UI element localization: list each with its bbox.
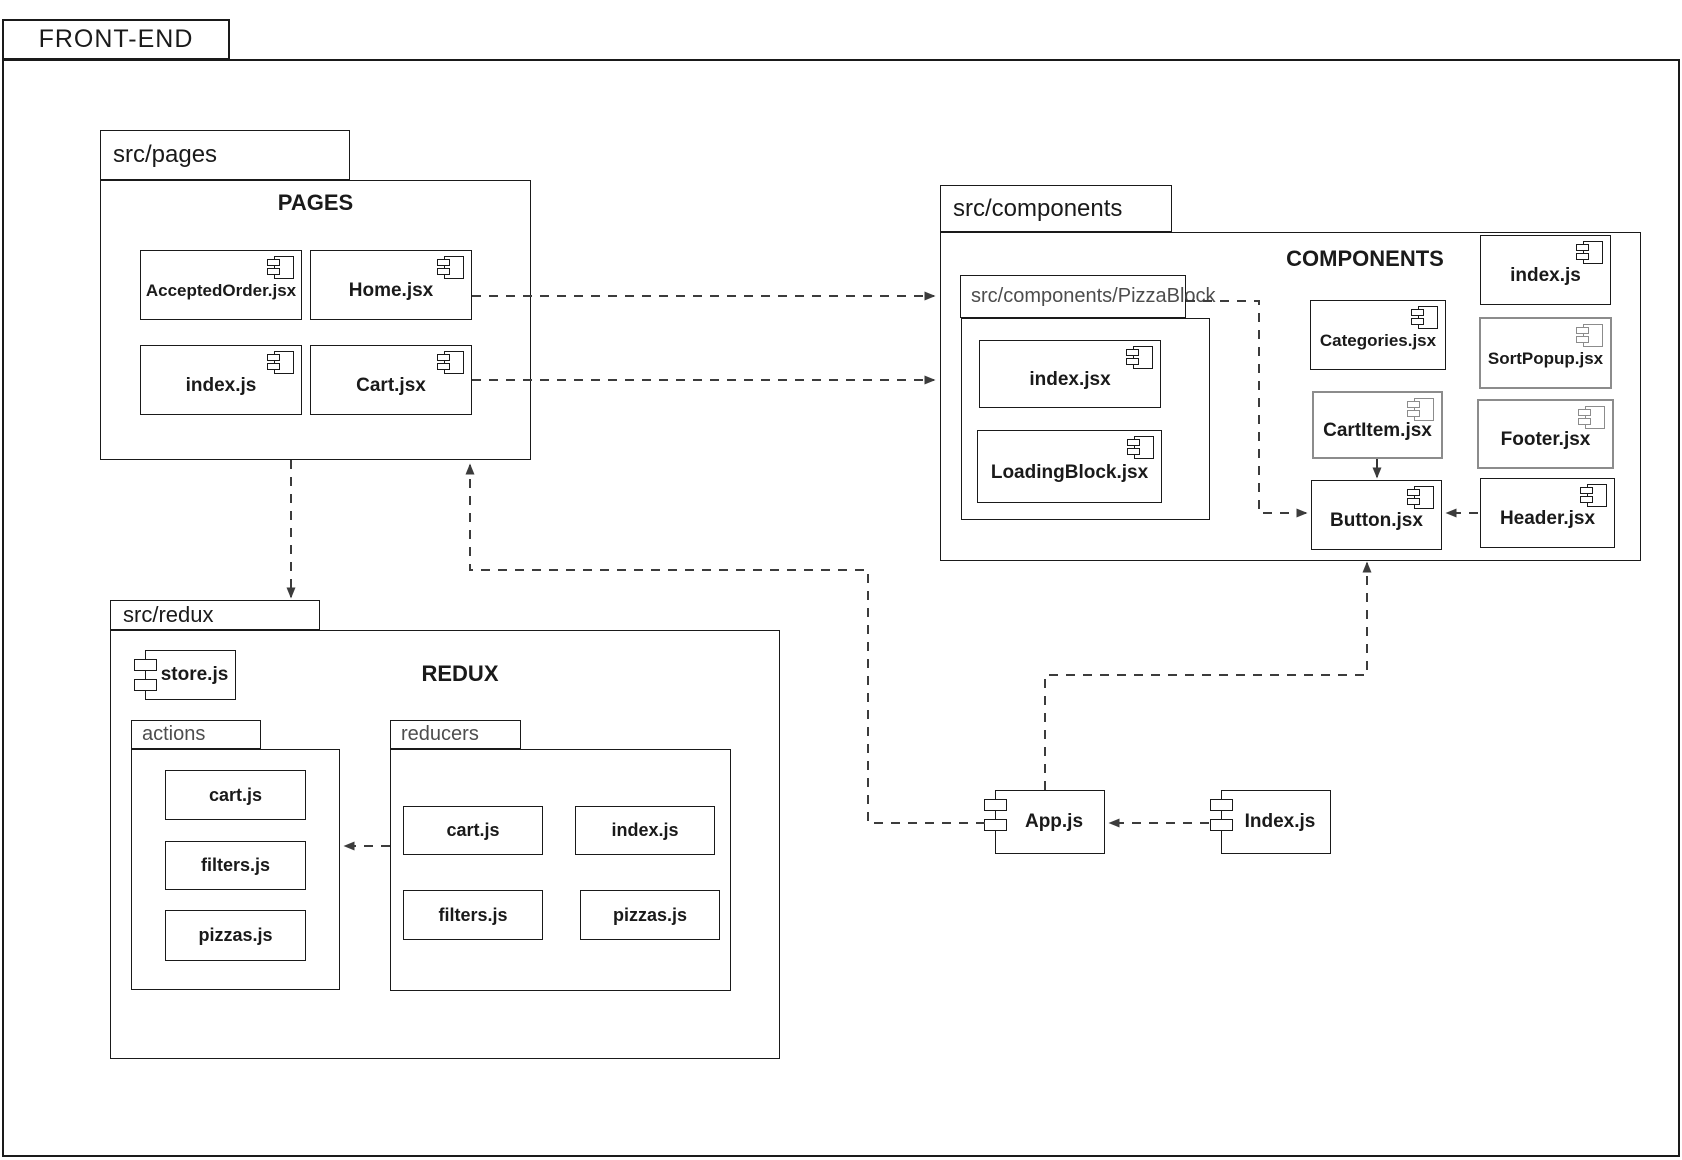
package-redux-tab-label: src/redux xyxy=(123,602,214,627)
component-icon xyxy=(1576,241,1603,264)
package-pages-tab-label: src/pages xyxy=(113,141,218,168)
package-pages-tab: src/pages xyxy=(100,130,350,180)
component-pizzablock-index-jsx: index.jsx xyxy=(979,340,1161,408)
component-sortpopup-jsx: SortPopup.jsx xyxy=(1479,317,1612,389)
component-reducers-filters-js: filters.js xyxy=(403,890,543,940)
component-actions-cart-js: cart.js xyxy=(165,770,306,820)
component-port xyxy=(1210,799,1233,811)
package-components-tab-label: src/components xyxy=(953,194,1123,222)
component-pages-index-js: index.js xyxy=(140,345,302,415)
component-icon xyxy=(1127,436,1154,459)
frame-border xyxy=(2,59,1680,1157)
component-index-js-root: Index.js xyxy=(1210,790,1331,854)
component-reducers-pizzas-js: pizzas.js xyxy=(580,890,720,940)
component-label: index.jsx xyxy=(1029,369,1111,390)
component-store-js: store.js xyxy=(134,650,236,700)
component-icon xyxy=(267,351,294,374)
component-loadingblock-jsx: LoadingBlock.jsx xyxy=(977,430,1162,503)
package-components-tab: src/components xyxy=(940,185,1172,232)
component-label: filters.js xyxy=(438,904,508,925)
component-icon xyxy=(1578,406,1605,429)
component-label: pizzas.js xyxy=(198,925,273,945)
component-label: cart.js xyxy=(446,820,500,840)
component-header-jsx: Header.jsx xyxy=(1480,478,1615,548)
component-label: pizzas.js xyxy=(612,904,688,925)
component-icon xyxy=(1407,486,1434,509)
component-label: SortPopup.jsx xyxy=(1487,349,1604,368)
component-actions-filters-js: filters.js xyxy=(165,841,306,890)
package-actions-tab: actions xyxy=(131,720,261,749)
component-icon xyxy=(267,256,294,279)
component-cart-jsx: Cart.jsx xyxy=(310,345,472,415)
component-label: filters.js xyxy=(200,855,271,875)
package-pizzablock-tab: src/components/PizzaBlock xyxy=(960,275,1216,318)
component-label: index.js xyxy=(611,820,679,840)
component-label: index.js xyxy=(1510,265,1581,286)
package-pizzablock-tab-label: src/components/PizzaBlock xyxy=(971,285,1216,307)
component-label: Cart.jsx xyxy=(356,375,426,396)
component-port xyxy=(134,659,157,671)
component-actions-pizzas-js: pizzas.js xyxy=(165,910,306,961)
component-port xyxy=(1210,819,1233,831)
package-redux-tab: src/redux xyxy=(110,600,320,630)
component-label: store.js xyxy=(160,664,229,685)
component-reducers-index-js: index.js xyxy=(575,806,715,855)
component-home-jsx: Home.jsx xyxy=(310,250,472,320)
frame-title: FRONT-END xyxy=(38,25,194,53)
component-label: Index.js xyxy=(1244,811,1316,832)
frame-title-tab: FRONT-END xyxy=(2,19,230,60)
component-label: AcceptedOrder.jsx xyxy=(145,281,297,300)
component-port xyxy=(984,799,1007,811)
component-label: Header.jsx xyxy=(1499,508,1596,529)
component-app-js: App.js xyxy=(984,790,1105,854)
component-footer-jsx: Footer.jsx xyxy=(1477,399,1614,469)
component-categories-jsx: Categories.jsx xyxy=(1310,300,1446,370)
package-reducers-tab-label: reducers xyxy=(401,723,479,745)
component-icon xyxy=(1411,306,1438,329)
component-label: index.js xyxy=(185,375,257,396)
component-label: Button.jsx xyxy=(1330,510,1423,531)
component-label: LoadingBlock.jsx xyxy=(990,461,1149,483)
package-actions-tab-label: actions xyxy=(142,723,206,745)
component-label: cart.js xyxy=(208,784,263,805)
component-port xyxy=(134,679,157,691)
component-icon xyxy=(1580,484,1607,507)
package-reducers-body xyxy=(390,749,731,991)
component-cartitem-jsx: CartItem.jsx xyxy=(1312,391,1443,459)
component-reducers-cart-js: cart.js xyxy=(403,806,543,855)
component-label: Footer.jsx xyxy=(1500,429,1591,450)
component-icon xyxy=(1407,398,1434,421)
package-pages-title: PAGES xyxy=(277,190,354,215)
component-label: Home.jsx xyxy=(348,280,434,301)
package-reducers-tab: reducers xyxy=(390,720,521,749)
component-label: Categories.jsx xyxy=(1319,331,1437,350)
component-icon xyxy=(437,256,464,279)
package-pages-body xyxy=(100,180,531,460)
component-icon xyxy=(437,351,464,374)
package-components-title: COMPONENTS xyxy=(1286,246,1444,271)
component-icon xyxy=(1576,324,1603,347)
component-port xyxy=(984,819,1007,831)
component-label: CartItem.jsx xyxy=(1323,420,1432,441)
component-label: App.js xyxy=(1024,811,1084,832)
component-button-jsx: Button.jsx xyxy=(1311,480,1442,550)
package-redux-title: REDUX xyxy=(421,661,499,686)
component-icon xyxy=(1126,346,1153,369)
component-components-index-js: index.js xyxy=(1480,235,1611,305)
component-acceptedorder-jsx: AcceptedOrder.jsx xyxy=(140,250,302,320)
